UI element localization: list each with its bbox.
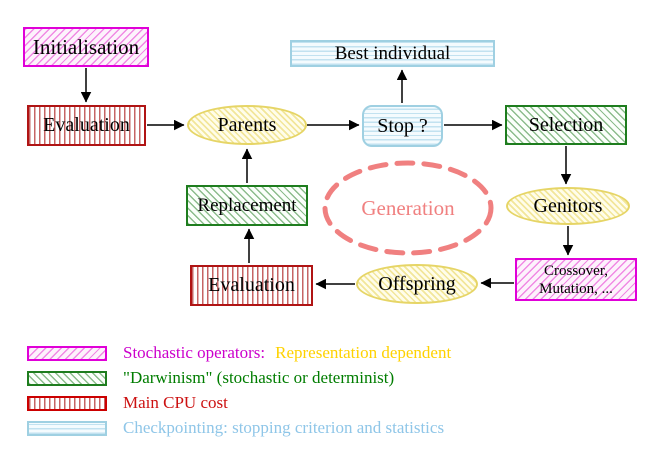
node-parents: Parents [187,105,307,145]
legend-label-representation-dependent: Representation dependent [275,343,452,362]
node-evaluation-bottom: Evaluation [190,265,313,306]
node-best-individual-label: Best individual [334,42,451,64]
legend-row-checkpointing: Checkpointing: stopping criterion and st… [27,418,451,438]
legend-text-stochastic: Stochastic operators: Representation depe… [123,343,451,363]
node-mutation-line: Mutation, ... [539,280,613,297]
legend: Stochastic operators: Representation depe… [27,343,451,445]
generation-label: Generation [361,195,455,220]
node-evaluation-top: Evaluation [27,105,146,146]
legend-swatch-magenta-hatch [27,345,107,361]
node-genitors: Genitors [506,187,630,225]
node-best-individual: Best individual [290,40,495,67]
legend-text-darwinism: "Darwinism" (stochastic or determinist) [123,368,394,388]
legend-text-cpu-cost: Main CPU cost [123,393,228,413]
node-genitors-label: Genitors [533,194,603,217]
node-crossover-mutation: Crossover, Mutation, ... [515,258,637,301]
node-parents-label: Parents [217,113,277,136]
node-stop-label: Stop ? [377,114,428,137]
node-replacement-label: Replacement [197,194,297,216]
node-initialisation: Initialisation [23,27,149,67]
legend-row-cpu-cost: Main CPU cost [27,393,451,413]
node-replacement: Replacement [186,185,308,226]
legend-label-darwinism: "Darwinism" (stochastic or determinist) [123,368,395,387]
legend-label-stochastic-operators: Stochastic operators: [123,343,266,362]
legend-label-main-cpu-cost: Main CPU cost [123,393,228,412]
node-selection-label: Selection [528,113,604,136]
node-offspring-label: Offspring [378,272,456,295]
legend-row-stochastic: Stochastic operators: Representation depe… [27,343,451,363]
node-selection: Selection [505,105,627,145]
legend-label-checkpointing: Checkpointing: stopping criterion and st… [123,418,445,437]
node-evaluation-top-label: Evaluation [43,114,130,136]
node-stop: Stop ? [362,105,443,147]
node-crossover-line: Crossover, [544,262,608,279]
node-evaluation-bottom-label: Evaluation [208,274,295,296]
legend-swatch-green-hatch [27,370,107,386]
node-offspring: Offspring [356,264,478,304]
legend-text-checkpointing: Checkpointing: stopping criterion and st… [123,418,444,438]
legend-row-darwinism: "Darwinism" (stochastic or determinist) [27,368,451,388]
legend-swatch-red-stripes [27,395,107,411]
node-initialisation-label: Initialisation [32,34,140,59]
legend-swatch-cyan-stripes [27,420,107,436]
